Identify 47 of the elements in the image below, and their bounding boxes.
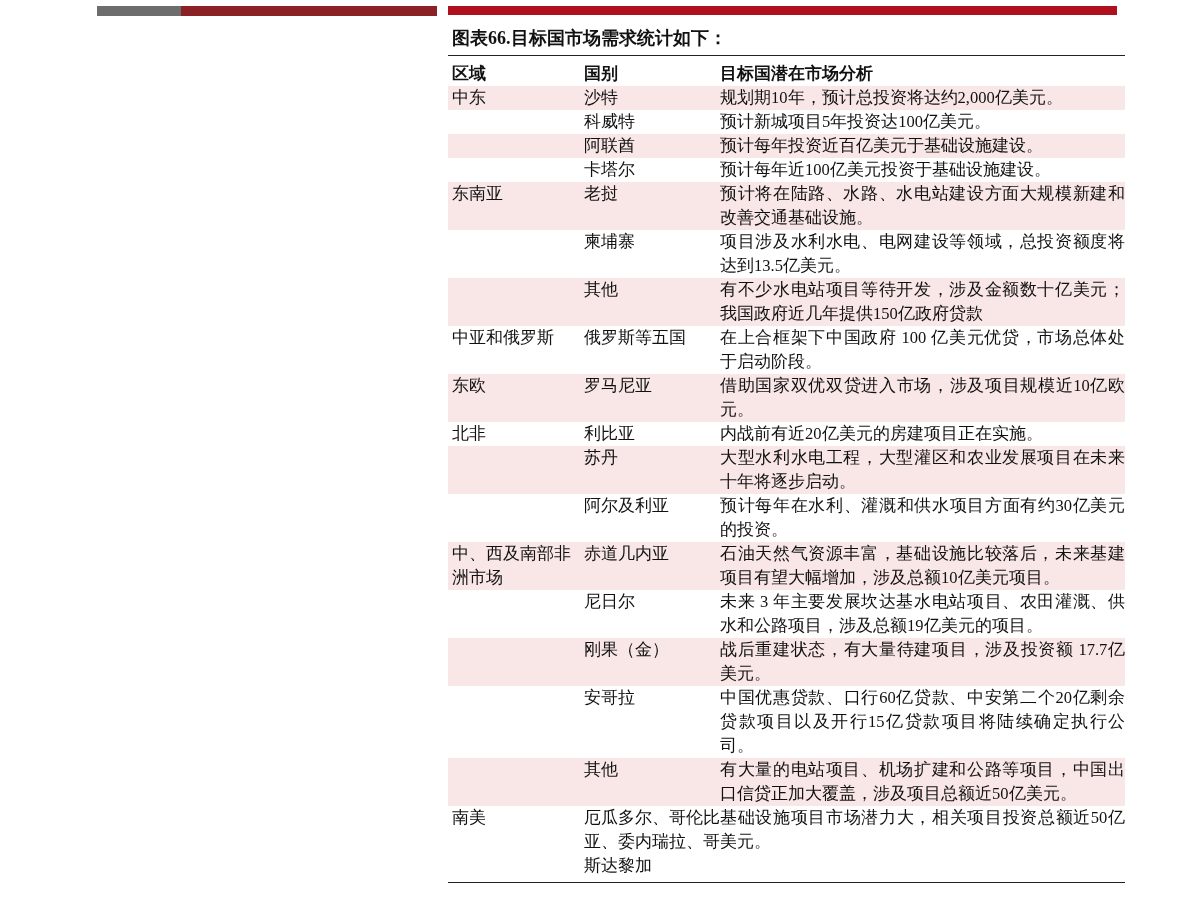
country-name: 科威特 — [583, 111, 636, 133]
region-name: 中、西及南部非洲市场 — [451, 543, 572, 589]
market-analysis: 预计每年在水利、灌溉和供水项目方面有约30亿美元的投资。 — [720, 495, 1125, 541]
region-name: 东欧 — [451, 375, 487, 397]
country-name: 苏丹 — [583, 447, 619, 469]
market-analysis: 借助国家双优双贷进入市场，涉及项目规模近10亿欧元。 — [720, 375, 1125, 421]
region-name: 北非 — [451, 423, 487, 445]
market-analysis: 中国优惠贷款、口行60亿贷款、中安第二个20亿剩余贷款项目以及开行15亿贷款项目将陆续确定执行公司。 — [720, 687, 1125, 757]
column-header: 区域 — [451, 63, 487, 85]
market-analysis: 预计将在陆路、水路、水电站建设方面大规模新建和改善交通基础设施。 — [720, 183, 1125, 229]
country-name: 沙特 — [583, 87, 619, 109]
market-analysis: 大型水利水电工程，大型灌区和农业发展项目在未来十年将逐步启动。 — [720, 447, 1125, 493]
country-name: 刚果（金） — [583, 639, 670, 661]
country-name: 柬埔寨 — [583, 231, 636, 253]
column-header: 目标国潜在市场分析 — [720, 63, 874, 85]
market-analysis: 未来 3 年主要发展坎达基水电站项目、农田灌溉、供水和公路项目，涉及总额19亿美元的项目。 — [720, 591, 1125, 637]
country-name: 阿尔及利亚 — [583, 495, 670, 517]
region-name: 东南亚 — [451, 183, 504, 205]
market-analysis: 预计每年投资近百亿美元于基础设施建设。 — [720, 135, 1044, 157]
market-analysis: 预计新城项目5年投资达100亿美元。 — [720, 111, 992, 133]
country-name: 俄罗斯等五国 — [583, 327, 687, 349]
market-analysis: 预计每年近100亿美元投资于基础设施建设。 — [720, 159, 1052, 181]
table-title: 图表66.目标国市场需求统计如下： — [452, 27, 727, 50]
country-name: 赤道几内亚 — [583, 543, 670, 565]
region-name: 中东 — [451, 87, 487, 109]
column-header: 国别 — [583, 63, 619, 85]
market-analysis: 在上合框架下中国政府 100 亿美元优贷，市场总体处于启动阶段。 — [720, 327, 1125, 373]
country-name: 阿联酋 — [583, 135, 636, 157]
region-name: 中亚和俄罗斯 — [451, 327, 555, 349]
country-name: 其他 — [583, 759, 619, 781]
country-name: 卡塔尔 — [583, 159, 636, 181]
country-name: 安哥拉 — [583, 687, 636, 709]
market-analysis: 内战前有近20亿美元的房建项目正在实施。 — [720, 423, 1044, 445]
market-analysis: 有大量的电站项目、机场扩建和公路等项目，中国出口信贷正加大覆盖，涉及项目总额近50亿美元。 — [720, 759, 1125, 805]
country-name: 罗马尼亚 — [583, 375, 653, 397]
country-name: 厄瓜多尔、哥伦比亚、委内瑞拉、哥斯达黎加 — [583, 807, 720, 877]
country-name: 其他 — [583, 279, 619, 301]
market-analysis: 基础设施项目市场潜力大，相关项目投资总额近50亿美元。 — [720, 807, 1125, 853]
market-analysis: 战后重建状态，有大量待建项目，涉及投资额 17.7亿美元。 — [720, 639, 1125, 685]
market-analysis: 石油天然气资源丰富，基础设施比较落后，未来基建项目有望大幅增加，涉及总额10亿美元项目。 — [720, 543, 1125, 589]
country-name: 利比亚 — [583, 423, 636, 445]
market-analysis: 有不少水电站项目等待开发，涉及金额数十亿美元；我国政府近几年提供150亿政府贷款 — [720, 279, 1125, 325]
market-analysis: 项目涉及水利水电、电网建设等领域，总投资额度将达到13.5亿美元。 — [720, 231, 1125, 277]
region-name: 南美 — [451, 807, 487, 829]
country-name: 老挝 — [583, 183, 619, 205]
market-analysis: 规划期10年，预计总投资将达约2,000亿美元。 — [720, 87, 1064, 109]
country-name: 尼日尔 — [583, 591, 636, 613]
